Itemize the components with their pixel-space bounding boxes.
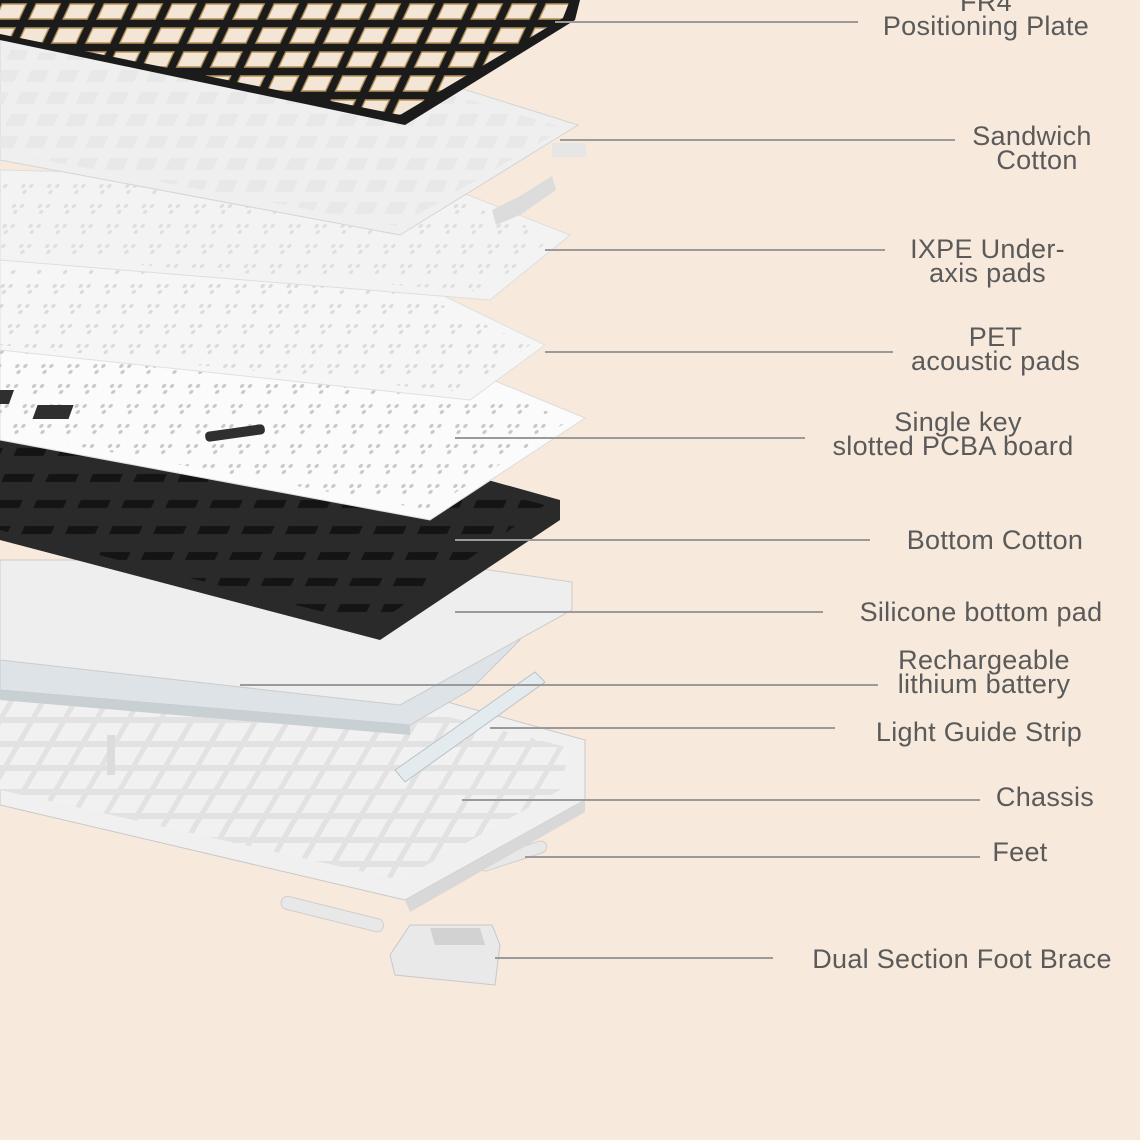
label-sandwich-cotton: Sandwich Cotton xyxy=(972,121,1092,175)
label-bottom-cotton: Bottom Cotton xyxy=(906,525,1084,555)
label-battery: Rechargeable lithium battery xyxy=(897,645,1071,699)
label-foot-brace: Dual Section Foot Brace xyxy=(812,944,1112,974)
label-light-guide: Light Guide Strip xyxy=(875,717,1083,747)
foot-brace-part xyxy=(389,924,501,986)
label-pcba-board: Single key slotted PCBA board xyxy=(832,407,1074,461)
fr4-plate-part xyxy=(0,0,580,125)
label-pet-pads: PET acoustic pads xyxy=(911,322,1080,376)
label-fr4-plate: FR4 Positioning Plate xyxy=(882,0,1090,41)
label-silicone-pad: Silicone bottom pad xyxy=(859,597,1103,627)
label-ixpe-pads: IXPE Under- axis pads xyxy=(910,234,1065,288)
leader-lines xyxy=(240,21,980,959)
label-chassis: Chassis xyxy=(995,782,1095,812)
label-feet: Feet xyxy=(992,837,1048,867)
pet-pads-part xyxy=(0,259,546,401)
chassis-part xyxy=(0,674,586,912)
light-guide-part xyxy=(394,671,546,783)
